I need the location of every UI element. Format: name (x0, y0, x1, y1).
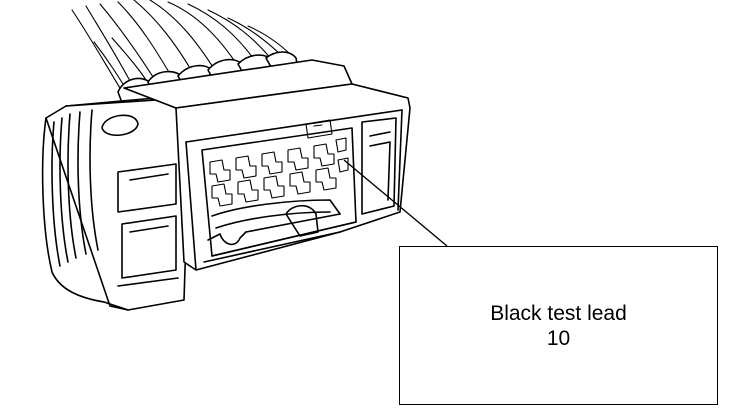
callout-pin-number: 10 (546, 326, 571, 350)
callout-leader-line (343, 159, 448, 247)
connector-body (123, 59, 411, 271)
rear-housing (41, 95, 191, 311)
callout-label: Black test lead (490, 301, 627, 325)
callout-box: Black test lead 10 (399, 246, 718, 405)
